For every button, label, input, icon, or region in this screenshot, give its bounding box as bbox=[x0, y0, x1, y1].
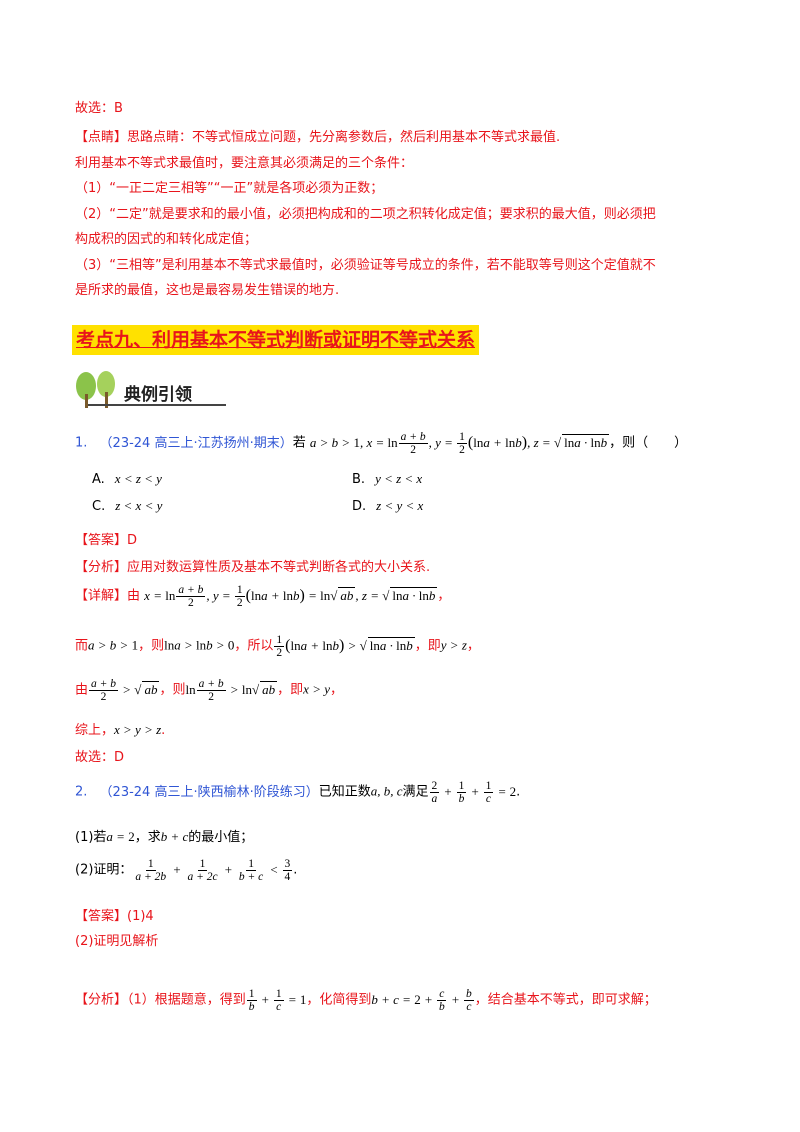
section-heading: 考点九、利用基本不等式判断或证明不等式关系 bbox=[72, 325, 480, 355]
answer-choice-line: 故选：B bbox=[75, 101, 123, 116]
q2-source: （23-24 高三上·陕西榆林·阶段练习） bbox=[99, 784, 319, 800]
tip-line-2: 利用基本不等式求最值时，要注意其必须满足的三个条件： bbox=[75, 156, 414, 171]
q1-source: （23-24 高三上·江苏扬州·期末） bbox=[99, 435, 293, 451]
q1-number: 1. bbox=[75, 435, 88, 451]
q1-answer: 【答案】D bbox=[75, 533, 138, 548]
tip-line-3: （1）“一正二定三相等”“一正”就是各项必须为正数； bbox=[75, 181, 384, 196]
option-c: C.z < x < y bbox=[92, 498, 163, 514]
q1-prefix: 若 bbox=[292, 435, 306, 451]
q1-conclusion: 故选：D bbox=[75, 750, 125, 765]
option-d: D.z < y < x bbox=[352, 498, 424, 514]
q2-answer-2: (2)证明见解析 bbox=[75, 934, 159, 949]
q1-analysis: 【分析】应用对数运算性质及基本不等式判断各式的大小关系. bbox=[75, 560, 431, 575]
tree-icon bbox=[76, 371, 115, 408]
q1-suffix: ，则（ ） bbox=[609, 435, 688, 451]
q2-answer-1: 【答案】(1)4 bbox=[75, 909, 154, 924]
q2-number: 2. bbox=[75, 784, 88, 800]
tip-line-6: （3）“三相等”是利用基本不等式求最值时，必须验证等号成立的条件，若不能取等号则… bbox=[75, 258, 656, 273]
question-1: 1. （23-24 高三上·江苏扬州·期末）若 a > b > 1, x = l… bbox=[75, 431, 687, 456]
tip-line-5: 构成积的因式的和转化成定值； bbox=[75, 232, 258, 247]
tip-line-4: （2）“二定”就是要求和的最小值，必须把构成和的二项之积转化成定值；要求积的最大… bbox=[75, 207, 656, 222]
banner-title: 典例引领 bbox=[124, 385, 192, 405]
q2-part-1: (1)若a = 2，求b + c的最小值； bbox=[75, 829, 254, 845]
tip-line-7: 是所求的最值，这也是最容易发生错误的地方. bbox=[75, 283, 340, 298]
example-banner bbox=[72, 368, 232, 410]
banner-underline bbox=[88, 404, 226, 406]
option-b: B.y < z < x bbox=[352, 471, 423, 487]
tip-line-1: 【点睛】思路点睛：不等式恒成立问题，先分离参数后，然后利用基本不等式求最值. bbox=[75, 130, 561, 145]
q1-detail-line-4: 综上，x > y > z. bbox=[75, 722, 166, 738]
option-a: A.x < z < y bbox=[92, 471, 162, 487]
